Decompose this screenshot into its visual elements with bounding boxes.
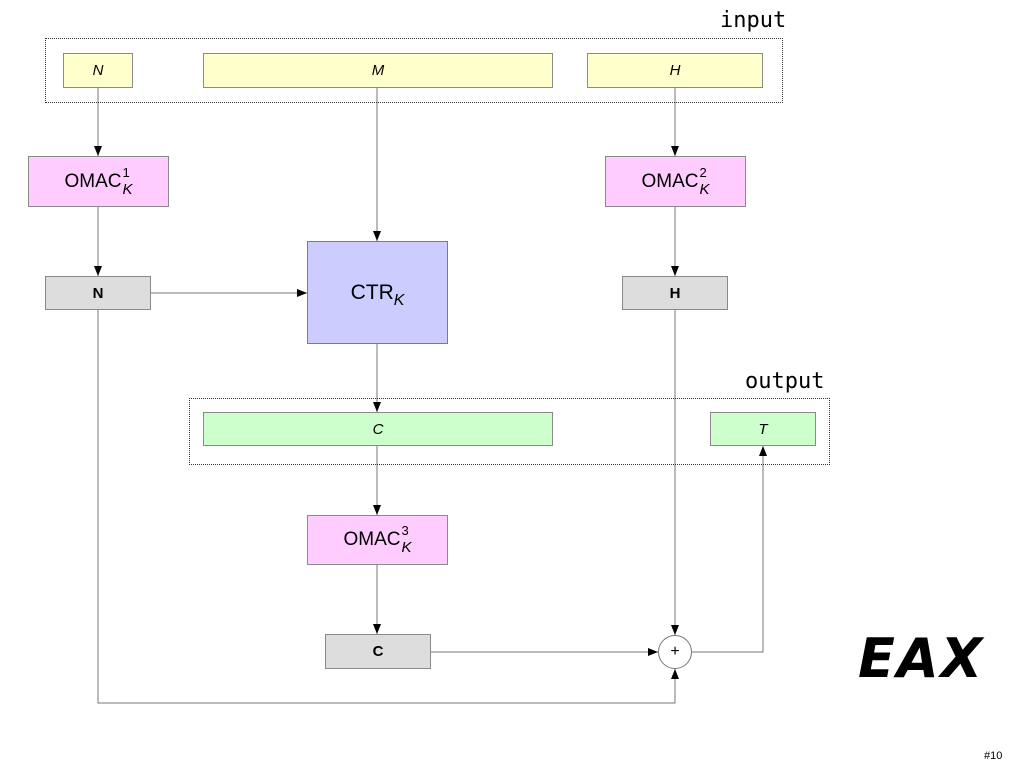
omac-3-superscript: 3 (401, 523, 409, 538)
xor-node: + (658, 635, 692, 669)
output-group-label: output (745, 369, 825, 394)
input-message-label: M (371, 62, 385, 79)
output-ciphertext: C (203, 412, 553, 446)
output-tag-label: T (758, 420, 768, 438)
omac-1-superscript: 1 (122, 164, 130, 180)
omac-1-name: OMAC (64, 170, 122, 192)
arrow-n-to-xor (97, 310, 679, 704)
register-c: C (325, 634, 431, 669)
diagram-title: EAX (858, 627, 985, 690)
input-group (45, 38, 783, 103)
input-nonce: N (63, 53, 133, 88)
omac-3-name: OMAC (343, 529, 401, 551)
omac-3-subscript: K (401, 539, 412, 556)
ctr-block: CTRK (307, 241, 448, 344)
register-n-label: N (92, 284, 104, 302)
input-header: H (587, 53, 763, 88)
omac-1-subscript: K (122, 180, 133, 198)
input-message: M (203, 53, 553, 88)
omac-2-superscript: 2 (699, 164, 707, 180)
page-number: #10 (984, 750, 1003, 762)
register-c-label: C (372, 643, 384, 660)
output-tag: T (710, 412, 816, 446)
register-h: H (622, 276, 728, 310)
input-nonce-label: N (92, 62, 104, 79)
input-group-label: input (720, 8, 787, 33)
input-header-label: H (669, 62, 681, 79)
ctr-subscript: K (393, 292, 405, 309)
output-group (189, 398, 830, 465)
arrow-xor-to-tag (692, 446, 767, 653)
register-h-label: H (669, 284, 681, 302)
ctr-label: CTRK (350, 281, 405, 309)
output-ciphertext-label: C (372, 420, 384, 438)
register-n: N (45, 276, 151, 310)
omac-2-name: OMAC (641, 170, 699, 192)
omac-2-subscript: K (699, 180, 710, 198)
ctr-name: CTR (350, 281, 394, 304)
xor-symbol: + (670, 643, 680, 660)
